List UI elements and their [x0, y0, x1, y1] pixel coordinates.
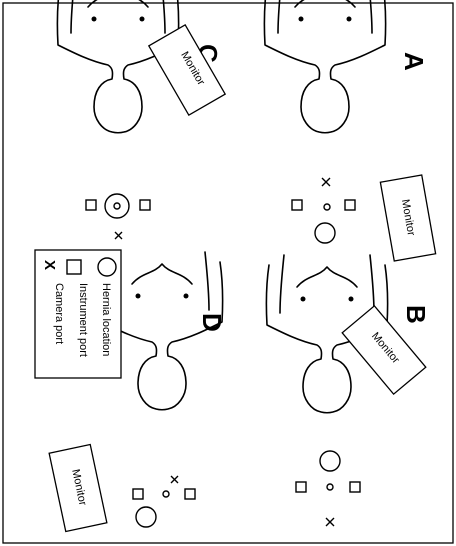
legend: Hernia location Instrument port X Camera… — [35, 250, 121, 378]
port-layout-c — [86, 194, 150, 239]
camera-port-d — [171, 476, 178, 483]
small-port-c — [114, 203, 120, 209]
camera-port-b — [326, 518, 334, 526]
torso-figure-a — [264, 0, 385, 133]
instrument-port-d-left — [133, 489, 143, 499]
panel-a: A Monitor — [264, 0, 435, 261]
legend-hernia-label: Hernia location — [100, 283, 112, 356]
small-port-b — [327, 484, 333, 490]
hernia-location-b — [320, 451, 340, 471]
legend-instrument-label: Instrument port — [77, 283, 89, 357]
hernia-location-d — [136, 507, 156, 527]
instrument-port-b-left — [296, 482, 306, 492]
monitor-d: Monitor — [49, 445, 107, 532]
port-layout-d — [133, 476, 195, 527]
small-port-d — [163, 491, 169, 497]
instrument-port-a-left — [292, 200, 302, 210]
instrument-port-b-right — [350, 482, 360, 492]
hernia-location-c — [105, 194, 129, 218]
monitor-a: Monitor — [380, 175, 435, 261]
legend-camera-label: Camera port — [53, 283, 65, 344]
panel-label-b: B — [401, 305, 431, 324]
panel-b: B Monitor — [266, 255, 431, 526]
small-port-a — [324, 204, 330, 210]
instrument-port-a-right — [345, 200, 355, 210]
camera-port-c — [115, 232, 122, 239]
port-layout-a — [292, 178, 355, 243]
instrument-port-c-left — [86, 200, 96, 210]
hernia-location-a — [315, 223, 335, 243]
panel-label-a: A — [399, 52, 429, 71]
monitor-c: Monitor — [149, 25, 225, 115]
panel-c: C Monitor — [57, 0, 225, 239]
instrument-port-d-right — [185, 489, 195, 499]
panel-label-d: D — [197, 313, 227, 332]
port-layout-b — [296, 451, 360, 526]
camera-port-a — [322, 178, 330, 186]
legend-camera-icon: X — [41, 260, 58, 270]
instrument-port-c-right — [140, 200, 150, 210]
